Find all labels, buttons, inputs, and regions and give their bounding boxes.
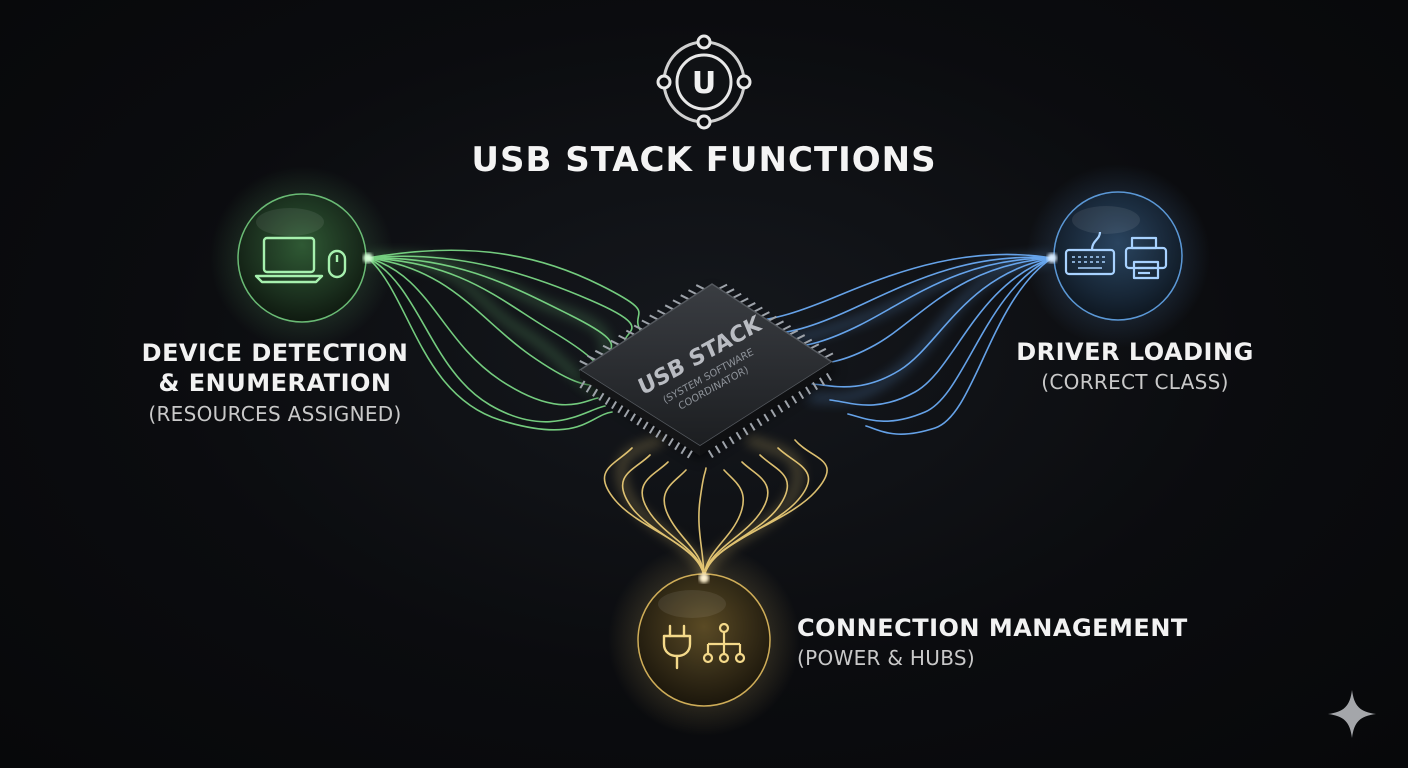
- chip-pin: [587, 354, 596, 361]
- printer-icon: [1124, 236, 1168, 280]
- chip-pin: [594, 349, 604, 356]
- chip-pin: [810, 343, 820, 350]
- chip-pin: [602, 344, 612, 351]
- detection-node: [210, 166, 394, 350]
- chip-pin: [824, 352, 834, 359]
- chip-pin: [817, 347, 827, 354]
- chip-pin: [618, 334, 628, 341]
- connection-subtitle: (POWER & HUBS): [797, 646, 975, 670]
- hub-tree-icon: [702, 622, 746, 664]
- chip-pin: [664, 304, 674, 311]
- chip-pin: [633, 324, 643, 331]
- driver-node: [1026, 164, 1210, 348]
- detection-title-line1: DEVICE DETECTION: [141, 339, 409, 367]
- chip-pin: [768, 315, 777, 322]
- page-title: USB STACK FUNCTIONS: [471, 140, 937, 180]
- driver-subtitle: (CORRECT CLASS): [1041, 370, 1229, 394]
- chip-pin: [789, 329, 799, 336]
- chip-pin: [610, 339, 620, 346]
- chip-pin: [803, 338, 813, 345]
- chip-pin: [732, 292, 742, 299]
- sparkle-icon: [1328, 690, 1376, 738]
- chip-pin: [796, 334, 806, 340]
- chip-pin: [680, 294, 690, 301]
- connection-title: CONNECTION MANAGEMENT: [797, 614, 1188, 642]
- chip-pin: [746, 302, 756, 308]
- detection-title-line2: & ENUMERATION: [158, 369, 392, 397]
- driver-label: DRIVER LOADING (CORRECT CLASS): [1000, 338, 1270, 394]
- connection-label: CONNECTION MANAGEMENT (POWER & HUBS): [797, 614, 1217, 670]
- mouse-icon: [327, 249, 347, 279]
- chip-pin: [649, 314, 659, 321]
- keyboard-icon: [1064, 231, 1116, 276]
- chip-pin: [672, 299, 682, 306]
- usb-logo-icon: U: [656, 34, 752, 130]
- logo-letter: U: [692, 66, 716, 101]
- chip-pin: [775, 320, 784, 327]
- chip-pin: [782, 324, 792, 331]
- detection-label: DEVICE DETECTION & ENUMERATION (RESOURCE…: [130, 338, 420, 426]
- laptop-icon: [254, 236, 324, 284]
- chip-pin: [625, 329, 635, 336]
- chip-pin: [695, 284, 705, 290]
- connection-node: [608, 544, 800, 736]
- chip-pin: [753, 306, 763, 313]
- usb-stack-chip: USB STACK (SYSTEM SOFTWARE COORDINATOR): [576, 283, 838, 460]
- driver-title: DRIVER LOADING: [1016, 338, 1254, 366]
- chip-pin: [579, 360, 589, 366]
- power-plug-icon: [662, 624, 692, 670]
- chip-pin: [739, 297, 749, 304]
- chip-pin: [760, 311, 770, 318]
- chip-pin: [718, 283, 728, 290]
- detection-subtitle: (RESOURCES ASSIGNED): [148, 402, 402, 426]
- chip-pin: [641, 319, 651, 326]
- chip-pin: [688, 289, 697, 296]
- chip-pin: [656, 309, 666, 316]
- chip-pin: [725, 288, 735, 295]
